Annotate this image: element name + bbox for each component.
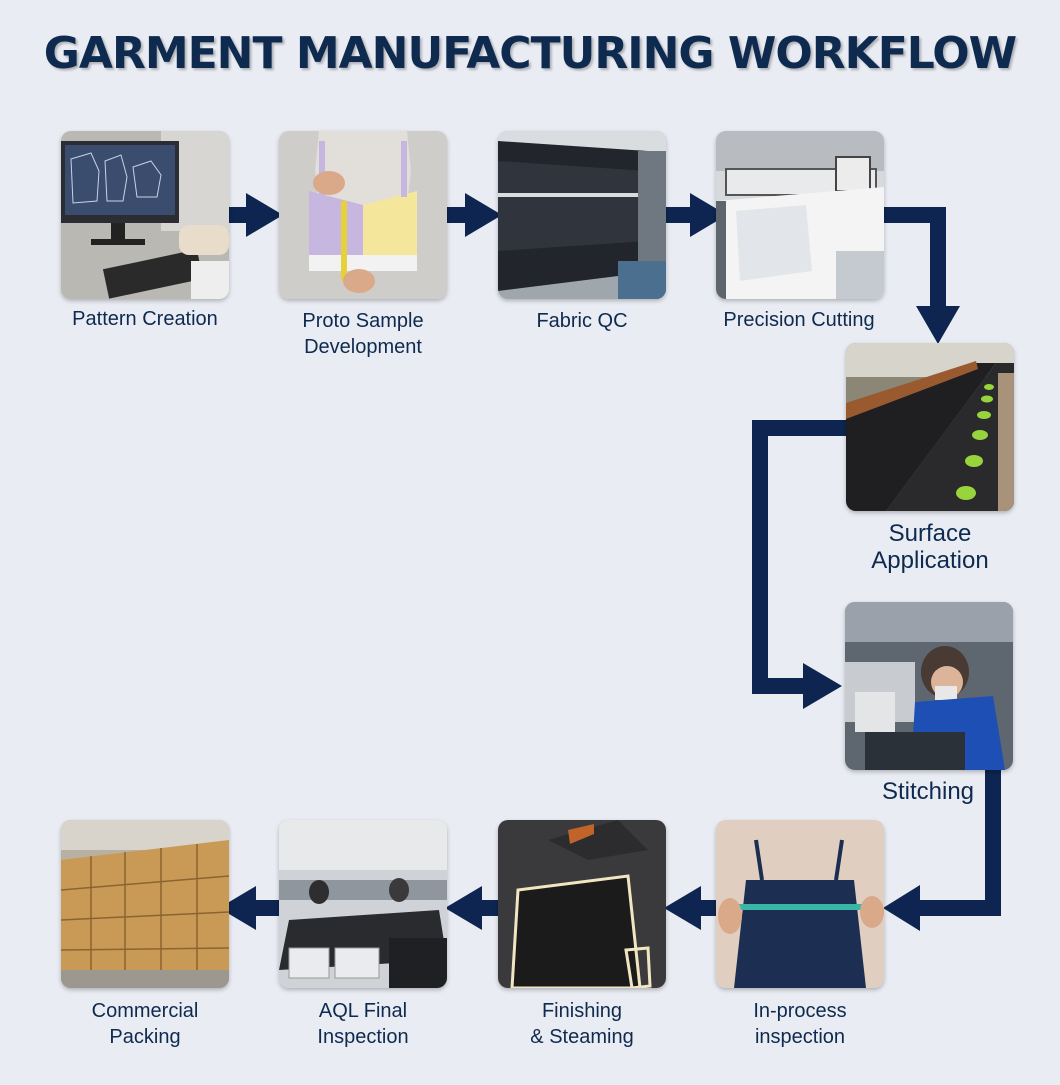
step-label: Stitching (881, 778, 975, 805)
arrow-right-icon (440, 193, 502, 237)
proto-sample-photo (279, 131, 447, 299)
step-label: AQL Final Inspection (317, 1000, 409, 1048)
fabric-qc-photo (498, 131, 666, 299)
page-title: GARMENT MANUFACTURING WORKFLOW (43, 28, 1017, 79)
commercial-packing-photo (61, 820, 229, 988)
surface-application-photo (846, 343, 1014, 511)
step-label: Proto Sample Development (302, 310, 424, 358)
step-label: Finishing & Steaming (530, 1000, 634, 1048)
step-label: Commercial Packing (91, 1000, 199, 1048)
step-label: Fabric QC (536, 310, 628, 332)
precision-cutting-photo (716, 131, 884, 299)
in-process-inspection-photo (716, 820, 884, 988)
step-label: Pattern Creation (72, 308, 218, 330)
step-label: Precision Cutting (723, 309, 875, 331)
aql-final-inspection-photo (279, 820, 447, 988)
step-label: In-process inspection (753, 1000, 847, 1048)
stitching-photo (845, 602, 1013, 770)
step-label: Surface Application (871, 520, 989, 574)
finishing-steaming-photo (498, 820, 666, 988)
pattern-creation-photo (61, 131, 229, 299)
